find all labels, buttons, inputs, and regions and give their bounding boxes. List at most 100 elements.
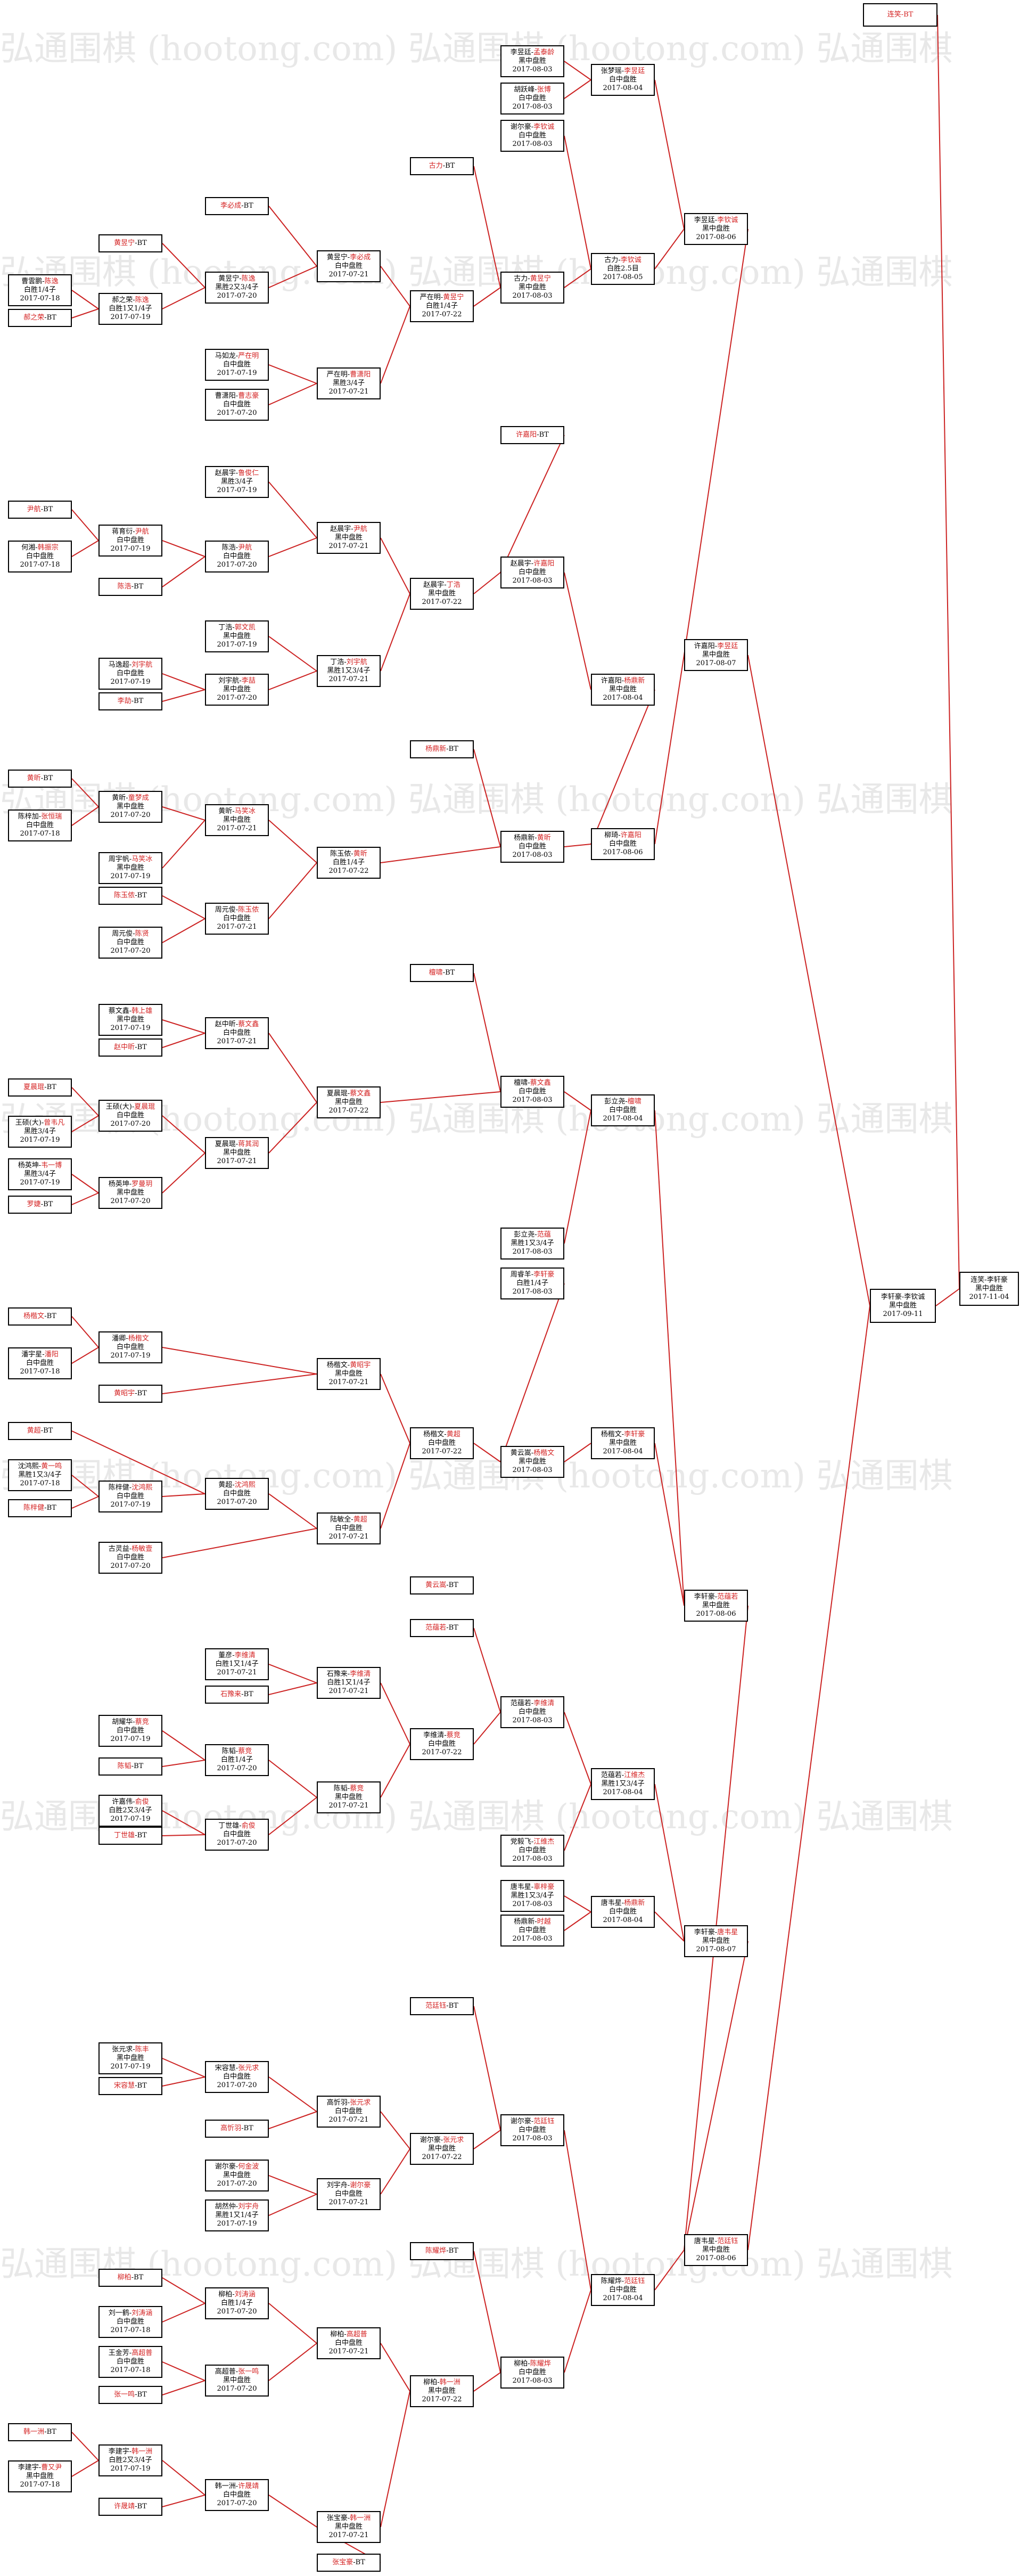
match-players: 石豫来-BT — [220, 1690, 253, 1698]
bracket-link — [380, 2111, 410, 2149]
bracket-link — [162, 2303, 205, 2323]
match-outcome: 黑中盘胜 — [223, 685, 251, 693]
bracket-link — [71, 509, 99, 541]
match-players: 唐韦星-范廷钰 — [694, 2237, 738, 2245]
match-date: 2017-08-06 — [696, 1610, 736, 1618]
match-outcome: 黑中盘胜 — [702, 651, 730, 659]
bracket-link — [71, 290, 99, 309]
bracket-link — [747, 1305, 870, 2251]
match-players: 陈韬-BT — [117, 1762, 144, 1770]
match-players: 古力-BT — [429, 162, 455, 170]
bracket-link — [380, 593, 410, 672]
match-box: 柳柏-BT — [98, 2269, 162, 2287]
match-outcome: 白中盘胜 — [518, 2126, 546, 2134]
match-players: 赵晨宇-丁浩 — [423, 581, 460, 589]
match-outcome: 黑中盘胜 — [608, 685, 637, 693]
bracket-link — [162, 1834, 205, 1836]
bracket-link — [71, 2460, 99, 2477]
match-players: 罗婕-BT — [27, 1200, 53, 1208]
bracket-link — [71, 1174, 99, 1193]
bracket-link — [162, 1115, 205, 1154]
bracket-link — [71, 1347, 99, 1364]
match-players: 宋容慧-张元求 — [215, 2064, 259, 2072]
match-outcome: 黑中盘胜 — [427, 590, 456, 598]
match-players: 刘一鹤-刘涛涵 — [108, 2309, 153, 2317]
bracket-link — [162, 2460, 205, 2496]
match-date: 2017-08-03 — [512, 1855, 553, 1863]
match-outcome: 黑胜3/4子 — [333, 379, 365, 387]
match-date: 2017-07-22 — [422, 310, 462, 318]
match-date: 2017-08-04 — [603, 1115, 643, 1123]
match-players: 杨英坤-韦一博 — [18, 1162, 62, 1170]
match-date: 2017-07-18 — [20, 830, 60, 838]
bracket-link — [654, 1110, 685, 1606]
match-players: 檀啸-BT — [429, 969, 455, 977]
bracket-link — [268, 364, 317, 384]
match-date: 2017-07-18 — [110, 2326, 151, 2334]
match-players: 潘卿-杨楷文 — [112, 1335, 149, 1343]
match-box: 高忻羽-BT — [205, 2120, 269, 2138]
match-date: 2017-07-20 — [217, 561, 257, 569]
match-players: 陈梓健-BT — [23, 1504, 56, 1512]
match-players: 高忻羽-张元求 — [326, 2099, 371, 2107]
match-outcome: 白中盘胜 — [608, 1106, 637, 1114]
match-box: 杨鼎新-BT — [410, 740, 474, 758]
bracket-link — [162, 1528, 317, 1558]
bracket-link — [162, 287, 205, 309]
match-players: 丁浩-郭文凯 — [218, 624, 256, 632]
match-date: 2017-07-20 — [217, 292, 257, 300]
bracket-link — [162, 556, 205, 587]
match-players: 许嘉阳-BT — [516, 431, 549, 439]
match-outcome: 白胜1又1/4子 — [109, 305, 152, 313]
match-outcome: 黑胜1又3/4子 — [601, 1780, 645, 1788]
match-players: 严在明-曹潇阳 — [326, 371, 371, 379]
bracket-link — [71, 1475, 99, 1497]
match-date: 2017-07-20 — [110, 1562, 151, 1570]
match-players: 张一鸣-BT — [114, 2391, 147, 2399]
match-date: 2017-08-03 — [512, 1935, 553, 1943]
match-date: 2017-07-21 — [328, 1687, 369, 1695]
match-date: 2017-07-22 — [422, 598, 462, 606]
match-players: 黄超-沈鸿熙 — [218, 1481, 256, 1489]
bracket-link — [162, 1019, 205, 1034]
match-players: 周睿羊-李轩豪 — [510, 1271, 555, 1279]
match-outcome: 白胜1/4子 — [516, 1279, 548, 1287]
bracket-link — [268, 266, 317, 288]
match-box: 范廷钰-BT — [410, 1997, 474, 2015]
match-outcome: 黑中盘胜 — [223, 2376, 251, 2384]
match-outcome: 白中盘胜 — [223, 1830, 251, 1838]
match-date: 2017-08-07 — [696, 1945, 736, 1953]
match-box: 黄昱宁-BT — [98, 234, 162, 252]
match-date: 2017-07-21 — [328, 542, 369, 550]
match-players: 李必成-BT — [220, 202, 253, 210]
match-players: 张宝豪-BT — [332, 2558, 365, 2566]
match-date: 2017-07-21 — [217, 824, 257, 832]
bracket-link — [162, 806, 205, 821]
match-outcome: 白中盘胜 — [223, 2491, 251, 2499]
match-outcome: 白中盘胜 — [427, 1740, 456, 1748]
match-date: 2017-08-03 — [512, 2377, 553, 2385]
bracket-link — [747, 655, 870, 1306]
match-players: 王硕(大)-曾韦凡 — [15, 1119, 65, 1127]
match-outcome: 白中盘胜 — [116, 1111, 144, 1119]
